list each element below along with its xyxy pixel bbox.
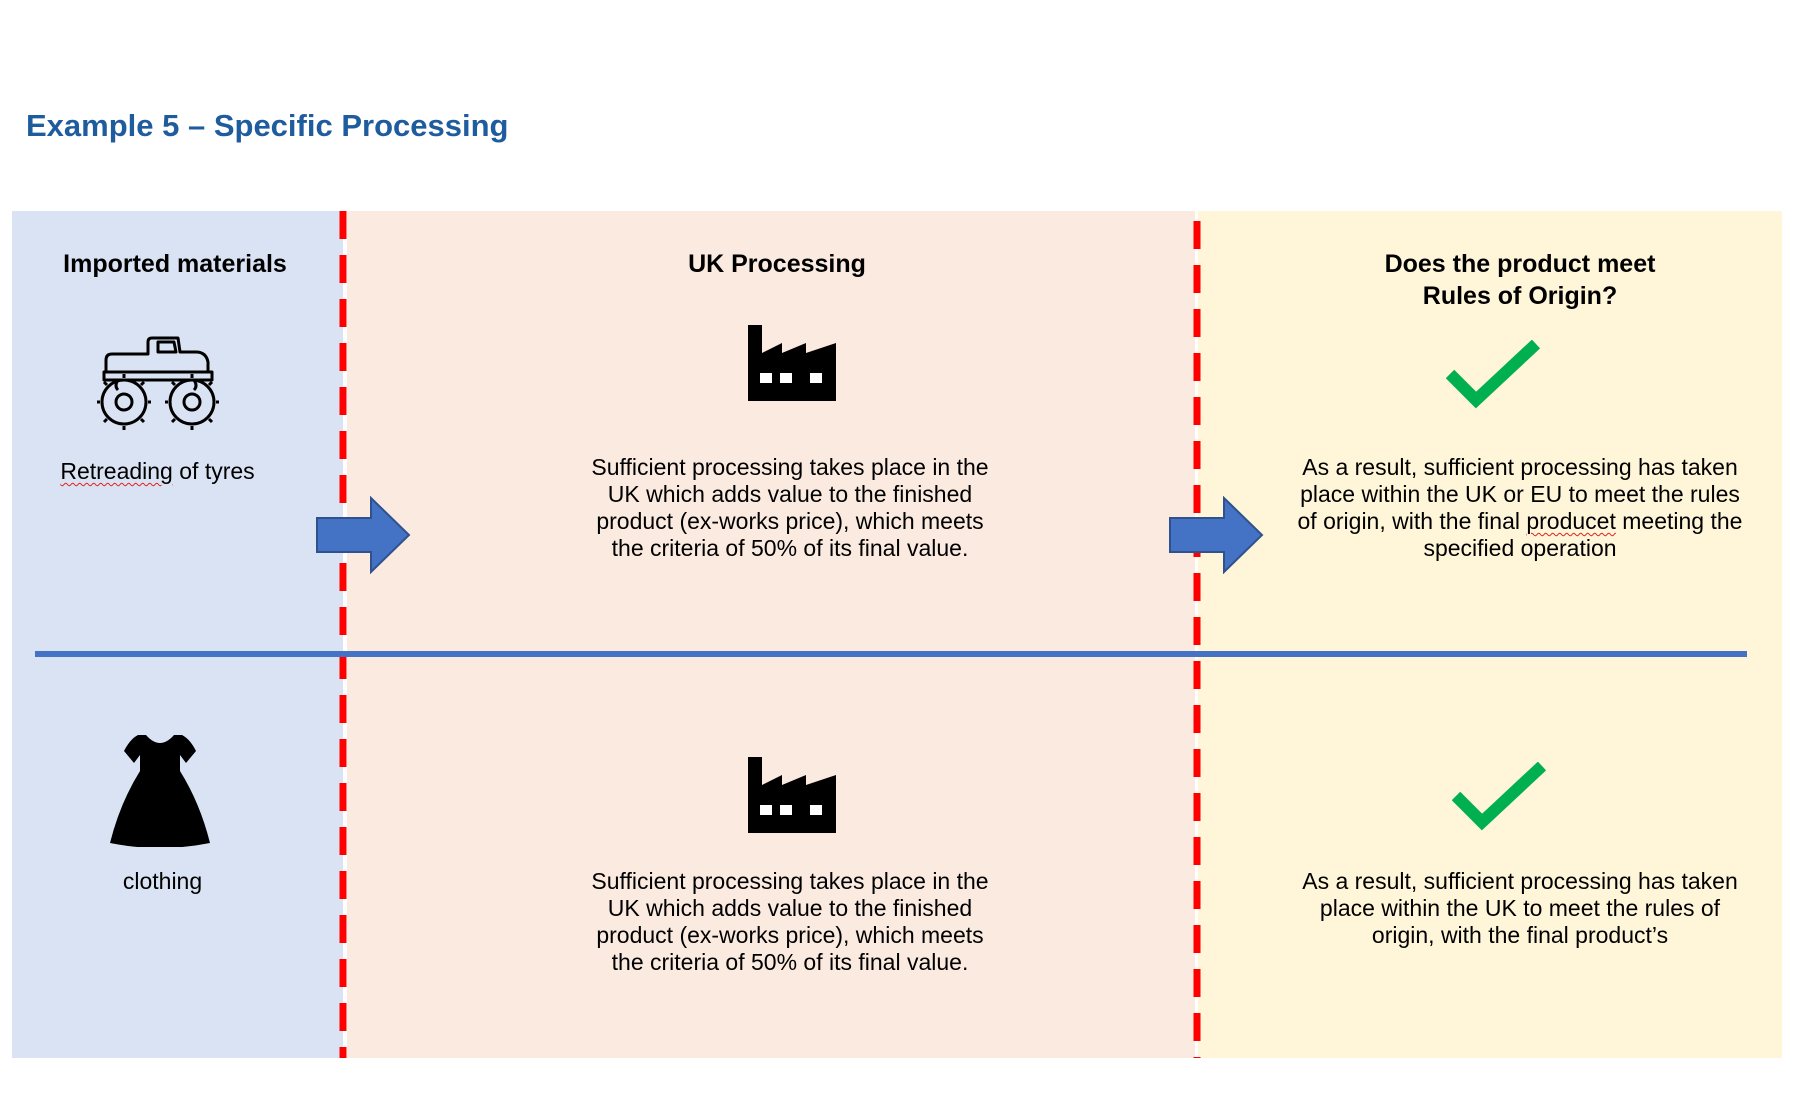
monster-truck-icon [97,336,219,430]
factory-icon [748,325,836,401]
dashed-divider-left [339,211,347,1058]
heading-line-1: Does the product meet [1384,250,1656,278]
arrow-right-icon [316,496,411,574]
processing-description: Sufficient processing takes place in the… [591,868,989,975]
material-label-clothing: clothing [122,868,203,894]
imported-materials-column [12,211,343,1058]
material-label-rest: of tyres [172,458,255,484]
factory-icon [748,757,836,833]
checkmark-icon [1446,340,1541,409]
material-label-tyres: Retreading of tyres [40,458,275,485]
result-description: As a result, sufficient processing has t… [1302,868,1738,948]
misspelled-word: producet [1526,508,1616,534]
heading-uk-processing: UK Processing [688,250,866,278]
heading-imported-materials: Imported materials [63,250,287,278]
rules-of-origin-column [1198,211,1782,1058]
dashed-divider-right [1193,221,1201,1058]
checkmark-icon [1452,762,1547,831]
heading-rules-of-origin: Does the product meet Rules of Origin? [1305,248,1735,312]
dress-icon [110,735,210,847]
misspelled-word: Retreading [60,458,173,484]
heading-line-2: Rules of Origin? [1422,282,1618,310]
result-text-start: As a result, sufficient processing has t… [1297,454,1740,534]
arrow-right-icon [1169,496,1264,574]
page-title: Example 5 – Specific Processing [26,108,509,143]
result-description: As a result, sufficient processing has t… [1290,454,1750,562]
processing-description: Sufficient processing takes place in the… [591,454,989,561]
result-text-end: meeting the specified operation [1423,508,1743,561]
row-separator [35,651,1747,657]
